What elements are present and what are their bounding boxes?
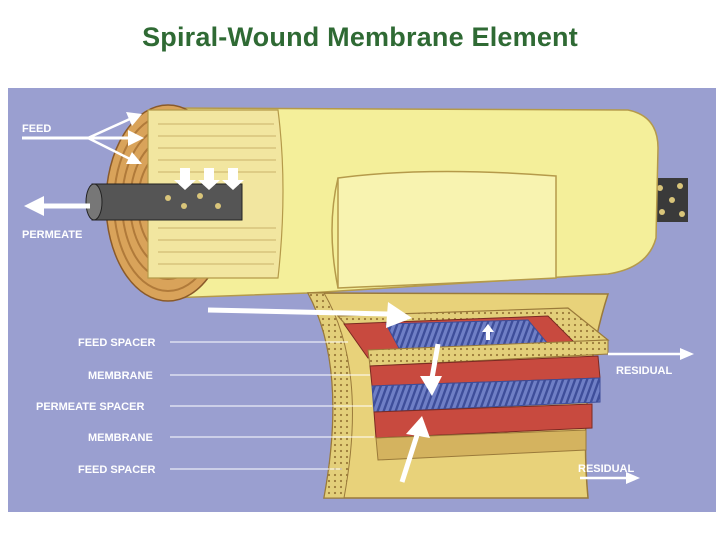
page-title: Spiral-Wound Membrane Element [142, 22, 578, 52]
membrane-diagram: FEED PERMEATE [8, 88, 716, 512]
residual-label-bottom: RESIDUAL [578, 463, 635, 475]
layer-flow-arrows [207, 302, 494, 483]
permeate-label: PERMEATE [22, 229, 82, 241]
cylinder-cutaway [337, 170, 557, 289]
residual-arrows [580, 348, 694, 484]
feed-label: FEED [22, 123, 51, 135]
permeate-flow-arrows [174, 168, 244, 190]
diagram-svg: FEED PERMEATE [8, 88, 716, 512]
feed-arrows [22, 112, 144, 164]
leader-lines [170, 341, 374, 470]
label-permeate-spacer: PERMEATE SPACER [36, 401, 144, 413]
membrane-bottom [373, 403, 593, 439]
membrane-layers [306, 292, 610, 499]
label-membrane-bottom: MEMBRANE [88, 432, 153, 444]
permeate-arrow [24, 196, 90, 216]
label-feed-spacer-bottom: FEED SPACER [78, 464, 155, 476]
label-feed-spacer-top: FEED SPACER [78, 337, 155, 349]
residual-label-top: RESIDUAL [616, 365, 673, 377]
label-membrane-top: MEMBRANE [88, 370, 153, 382]
permeate-tube [85, 183, 243, 221]
